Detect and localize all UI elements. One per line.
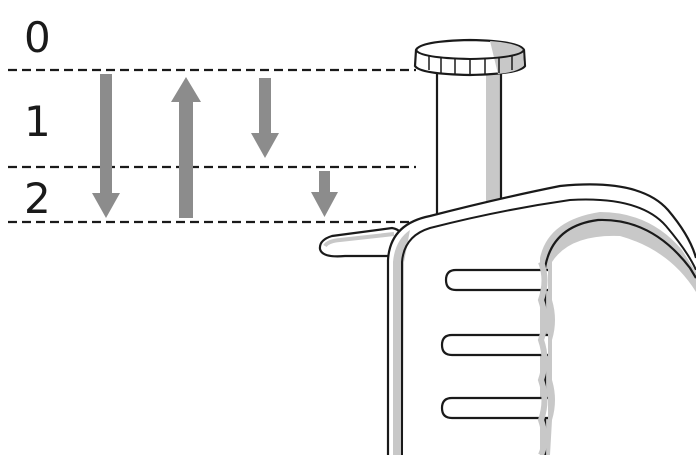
grip-ridge-3 <box>440 396 548 420</box>
movement-arrows <box>92 74 338 218</box>
stop-label-2: 2 <box>24 174 51 223</box>
grip-ridge-1 <box>444 268 548 292</box>
down-arrow-to-stop-1 <box>251 78 279 158</box>
up-arrow-to-stop-0 <box>171 77 201 218</box>
stop-lines <box>8 68 416 224</box>
plunger-button <box>413 38 527 77</box>
pipette-icon <box>318 38 696 455</box>
plunger-shaft <box>435 70 503 222</box>
pipette-handle <box>386 183 696 455</box>
stop-label-0: 0 <box>24 13 51 62</box>
short-down-arrow-to-stop-2 <box>311 171 338 217</box>
stop-label-1: 1 <box>24 97 51 146</box>
down-arrow-to-stop-2 <box>92 74 120 218</box>
grip-ridge-2 <box>440 333 548 357</box>
